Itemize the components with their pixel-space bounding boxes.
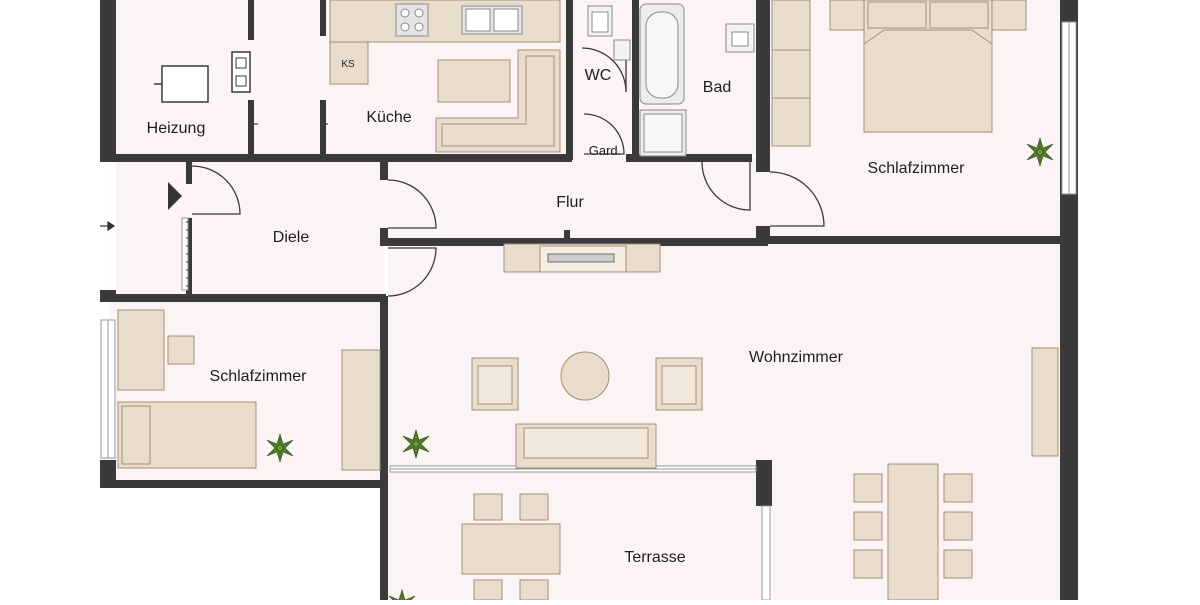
plant-icon [266, 432, 294, 464]
wc-handsink [613, 39, 631, 61]
floor-terrasse [388, 472, 766, 600]
floor-flur [384, 158, 768, 238]
door-entry [191, 165, 241, 215]
label-heizung: Heizung [147, 120, 206, 137]
nightstand-right [991, 0, 1027, 31]
wall-heizung-bottom [100, 154, 570, 162]
wall-entry-inner-b [186, 218, 192, 298]
dining-chair-r2 [943, 511, 973, 541]
kitchen-counter-top [329, 0, 561, 43]
door-bed1 [769, 171, 825, 227]
entrance-mark [100, 220, 116, 232]
wall-kitchen-left [320, 0, 326, 36]
label-diele: Diele [273, 229, 310, 246]
dining-chair-l3 [853, 549, 883, 579]
wall-kitchen-right [566, 0, 573, 160]
doors [191, 47, 825, 297]
label-bad: Bad [703, 79, 731, 96]
label-flur: Flur [556, 194, 584, 211]
kitchen-bench [435, 49, 561, 153]
kitchen-island [437, 59, 511, 103]
wardrobe-1 [771, 0, 811, 51]
wall-flur-bottom [384, 238, 768, 246]
floor-wohnzimmer [388, 244, 1062, 466]
door-diele-flur [387, 179, 437, 229]
entrance-arrow-icon [168, 182, 182, 210]
tv-cabinet [1031, 347, 1059, 457]
floor-storage [250, 0, 324, 155]
terrace-chair-t2 [519, 493, 549, 521]
wall-flur-mid [566, 156, 572, 162]
label-wc: WC [585, 67, 612, 84]
wall-terrace-left [380, 474, 388, 600]
windows [100, 21, 1077, 601]
wall-diele-right-low [380, 296, 388, 488]
label-ks: KS [341, 59, 355, 70]
wall-terrace-right [756, 460, 772, 506]
wall-diele-right-mid [380, 228, 388, 246]
label-schlafzimmer-2: Schlafzimmer [210, 368, 308, 385]
door-wc [581, 47, 627, 93]
kitchen-counter-left [329, 41, 369, 85]
label-wohnzimmer: Wohnzimmer [749, 349, 844, 366]
wall-bed1-bottom [768, 236, 1068, 244]
wall-bad-bottom [626, 154, 752, 162]
nightstand-left [829, 0, 865, 31]
boiler-unit [161, 65, 209, 103]
dining-chair-l2 [853, 511, 883, 541]
cooktop [395, 3, 429, 37]
door-diele-wohn [387, 247, 437, 297]
terrace-table [461, 523, 561, 575]
wardrobe-2 [771, 49, 811, 99]
dining-chair-r3 [943, 549, 973, 579]
label-terrasse: Terrasse [624, 549, 685, 566]
dining-table [887, 463, 939, 601]
desk [117, 309, 165, 391]
wall-flur-tick [564, 230, 570, 240]
wall-bad-right [756, 0, 770, 172]
label-kueche: Küche [366, 109, 411, 126]
plant-icon [402, 428, 430, 460]
entry-ladder [186, 221, 192, 287]
wall-left-upper [100, 0, 116, 162]
coffee-table [560, 351, 610, 401]
dining-chair-r1 [943, 473, 973, 503]
door-bad [701, 161, 751, 211]
furniture [117, 0, 1059, 601]
wall-heizung-right [248, 0, 254, 40]
wall-kitchen-left-b [320, 100, 326, 156]
label-gard: Gard. [589, 143, 622, 158]
wall-entry-inner [186, 162, 192, 184]
floor-diele [116, 158, 384, 298]
wall-diele-right-top [380, 158, 388, 180]
plant-icon [1026, 136, 1054, 168]
terrace-chair-b2 [519, 579, 549, 601]
desk-chair [167, 335, 195, 365]
wall-heizung-right-b [248, 100, 254, 156]
wardrobe-3 [771, 97, 811, 147]
terrace-chair-b1 [473, 579, 503, 601]
dining-chair-l1 [853, 473, 883, 503]
wardrobe-bed2 [341, 349, 381, 471]
label-schlafzimmer-1: Schlafzimmer [868, 160, 966, 177]
wall-bad-left [632, 0, 639, 160]
wall-ticks [250, 123, 365, 300]
terrace-chair-t1 [473, 493, 503, 521]
wall-bed2-bottom [100, 480, 388, 488]
wall-diele-bottom [100, 294, 386, 302]
room-labels: Heizung Küche KS WC Gard. Bad Schlafzimm… [147, 59, 965, 566]
window-terrace-right [761, 505, 771, 601]
door-gard [583, 113, 625, 155]
